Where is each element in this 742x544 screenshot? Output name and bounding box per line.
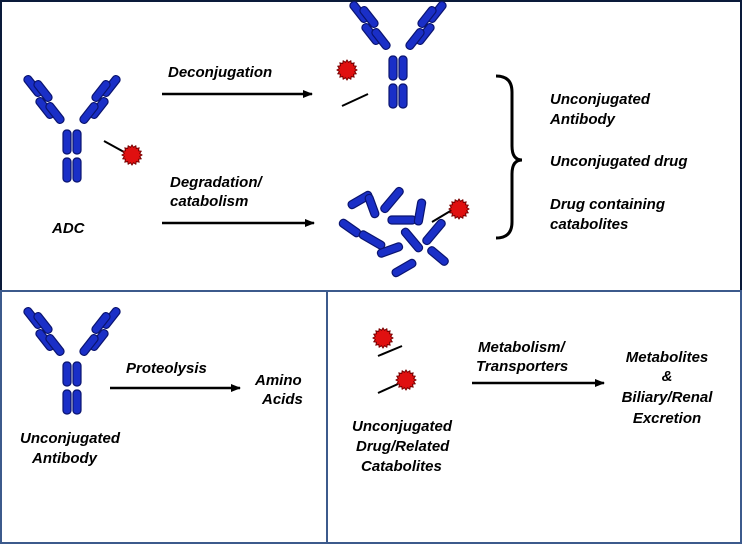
metabolism-label-line1: Metabolism/ (478, 339, 567, 356)
free-linker-icon-1 (377, 345, 403, 357)
free-drug-icon-1 (372, 327, 394, 349)
adc-antibody-icon (23, 74, 121, 183)
adc-drug-icon (121, 144, 143, 166)
unconjugated-antibody-icon (23, 306, 121, 415)
free-linker-icon (341, 93, 369, 107)
proteolysis-label: Proteolysis (126, 360, 207, 377)
catabolite-drug-icon (448, 198, 470, 220)
amino-acids-label-line1: Amino (254, 372, 302, 389)
deconjugated-antibody-icon (349, 0, 447, 109)
free-drug-icon (336, 59, 358, 81)
adc-label: ADC (51, 220, 86, 237)
drug-catabolites-label-line3: Catabolites (361, 458, 442, 475)
free-linker-icon-2 (377, 383, 399, 394)
degradation-label-line2: catabolism (170, 193, 248, 210)
unconjugated-antibody-label-line1: Unconjugated (20, 430, 121, 447)
outcome-drug-catabolites-line2: catabolites (550, 216, 628, 233)
degradation-label-line1: Degradation/ (170, 174, 264, 191)
drug-catabolites-label-line1: Unconjugated (352, 418, 453, 435)
drug-catabolites-label-line2: Drug/Related (356, 438, 450, 455)
unconjugated-antibody-label-line2: Antibody (31, 450, 98, 467)
outcome-drug-catabolites-line1: Drug containing (550, 196, 665, 213)
amino-acids-label-line2: Acids (261, 391, 303, 408)
excretion-label-line4: Excretion (633, 410, 701, 427)
excretion-label-line2: & (662, 368, 673, 385)
outcome-bracket (495, 74, 523, 240)
adc-linker-icon (103, 140, 125, 153)
metabolism-label-line2: Transporters (476, 358, 568, 375)
outcome-unconjugated-antibody-line2: Antibody (549, 111, 616, 128)
free-drug-icon-2 (395, 369, 417, 391)
outcome-unconjugated-drug: Unconjugated drug (550, 153, 688, 170)
excretion-label-line1: Metabolites (626, 349, 709, 366)
bottom-right-panel-border (326, 290, 742, 544)
deconjugation-label: Deconjugation (168, 64, 272, 81)
excretion-label-line3: Biliary/Renal (622, 389, 714, 406)
antibody-fragments-icon (338, 186, 449, 278)
outcome-unconjugated-antibody-line1: Unconjugated (550, 91, 651, 108)
catabolite-linker-icon (431, 209, 453, 223)
